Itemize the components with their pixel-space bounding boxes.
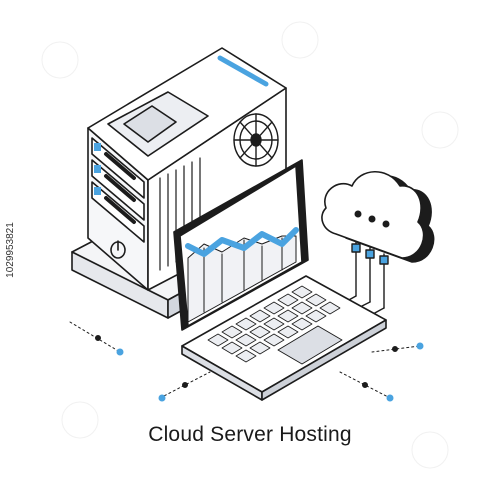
laptop-deck-side	[261, 319, 387, 401]
laptop-keyboard	[207, 285, 341, 363]
fan-icon	[233, 113, 279, 167]
drive-bays	[91, 137, 145, 243]
cloud-icon	[321, 171, 435, 321]
watermark-pattern	[41, 21, 459, 469]
cloud-body	[321, 171, 425, 259]
connection-lines	[69, 321, 424, 402]
server-tower-icon	[71, 47, 287, 319]
line-chart-icon	[185, 227, 299, 323]
power-icon	[110, 240, 126, 259]
stock-id-watermark: 1029953821	[5, 222, 16, 278]
laptop-icon	[173, 159, 387, 401]
caption-title: Cloud Server Hosting	[148, 423, 352, 446]
laptop-trackpad	[277, 325, 343, 365]
